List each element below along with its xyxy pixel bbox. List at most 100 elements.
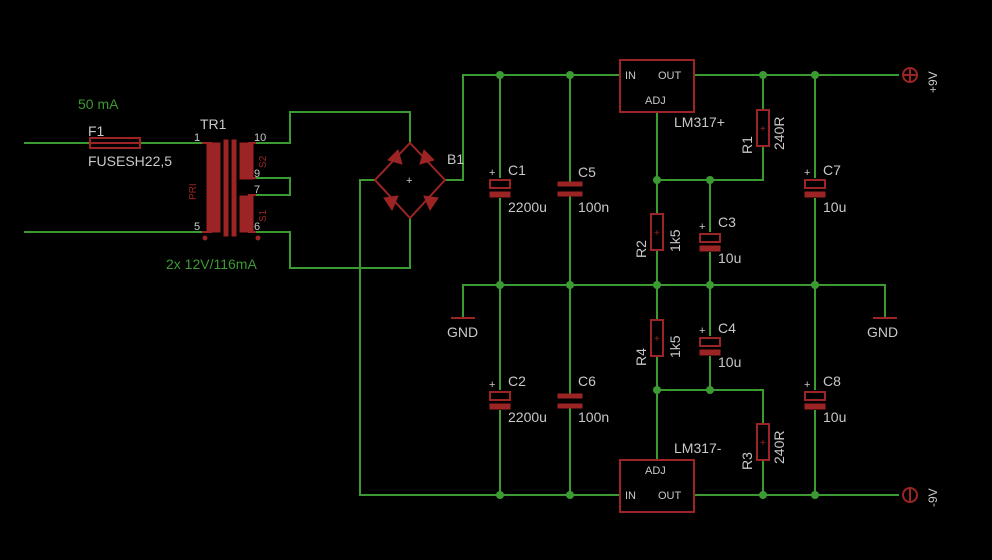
bridge-outline bbox=[373, 141, 447, 220]
tr-secondary-s2 bbox=[239, 142, 254, 180]
tr-core-right bbox=[231, 139, 237, 237]
cap-plate bbox=[557, 191, 583, 197]
cap-plate bbox=[557, 403, 583, 409]
wire-s2-centre bbox=[255, 177, 291, 196]
bridge-name: B1 bbox=[447, 151, 464, 167]
tr-secondary-s1 bbox=[239, 195, 254, 233]
junction bbox=[496, 71, 504, 79]
connector-icon bbox=[902, 487, 918, 503]
capacitor-c5[interactable]: C5 100n bbox=[557, 164, 609, 215]
junction bbox=[496, 281, 504, 289]
cap-plus-sign: + bbox=[699, 325, 705, 337]
r4-name: R4 bbox=[633, 348, 649, 366]
capacitor-c6[interactable]: C6 100n bbox=[557, 373, 609, 425]
cap-plate-minus bbox=[489, 191, 511, 198]
tr-s2-label: S2 bbox=[258, 155, 269, 168]
r1-value: 240R bbox=[771, 117, 787, 150]
ground-left-label: GND bbox=[447, 324, 478, 340]
cap-plate-minus bbox=[489, 403, 511, 410]
bridge-b1[interactable]: + B1 bbox=[373, 141, 464, 220]
regulator-pos-name: LM317+ bbox=[674, 114, 725, 130]
supply-pos[interactable]: +9V bbox=[902, 67, 940, 93]
cap-plate bbox=[557, 181, 583, 187]
regulator-lm317-neg[interactable]: ADJ IN OUT LM317- bbox=[619, 440, 722, 513]
bridge-diode bbox=[387, 149, 403, 165]
resistor-r2[interactable]: + R2 1k5 bbox=[633, 213, 683, 258]
resistor-r3[interactable]: + R3 240R bbox=[739, 423, 787, 470]
transformer-rating-note: 2x 12V/116mA bbox=[166, 256, 257, 272]
cap-plate-plus bbox=[804, 179, 826, 189]
r3-name: R3 bbox=[739, 452, 755, 470]
supply-pos-label: +9V bbox=[926, 71, 940, 93]
ground-right[interactable]: GND bbox=[867, 317, 898, 340]
reg-pin-out: OUT bbox=[658, 70, 682, 82]
junction bbox=[811, 71, 819, 79]
junction bbox=[653, 176, 661, 184]
junction bbox=[566, 491, 574, 499]
supply-neg[interactable]: -9V bbox=[902, 487, 940, 507]
c3-name: C3 bbox=[718, 214, 736, 230]
cap-plate-plus bbox=[804, 391, 826, 401]
cap-plate bbox=[557, 393, 583, 399]
capacitor-c3[interactable]: + C3 10u bbox=[699, 214, 741, 266]
tr-s1-label: S1 bbox=[258, 209, 269, 222]
r2-name: R2 bbox=[633, 240, 649, 258]
junction bbox=[811, 491, 819, 499]
junction bbox=[653, 386, 661, 394]
r3-value: 240R bbox=[771, 431, 787, 464]
wire-s2-top bbox=[255, 111, 411, 144]
cap-plate-minus bbox=[699, 349, 721, 356]
resistor-plus: + bbox=[760, 124, 766, 135]
bridge-diode bbox=[419, 149, 435, 165]
c8-value: 10u bbox=[823, 409, 846, 425]
c7-value: 10u bbox=[823, 199, 846, 215]
tr-core-left bbox=[223, 139, 229, 237]
cap-plate-plus bbox=[699, 233, 721, 243]
junctions bbox=[496, 71, 819, 499]
capacitor-c8[interactable]: + C8 10u bbox=[804, 373, 846, 425]
capacitor-c1[interactable]: + C1 2200u bbox=[489, 162, 547, 215]
junction bbox=[759, 491, 767, 499]
wire-bridge-minus bbox=[359, 179, 626, 496]
regulator-body bbox=[619, 59, 695, 113]
junction bbox=[811, 281, 819, 289]
resistor-body bbox=[756, 109, 770, 147]
wire-bridge-plus bbox=[444, 74, 626, 181]
cap-plate-minus bbox=[804, 403, 826, 410]
resistor-r4[interactable]: + R4 1k5 bbox=[633, 319, 683, 366]
tr-pin-7: 7 bbox=[254, 184, 260, 196]
wire-s1-bottom bbox=[255, 217, 411, 269]
cap-plate-plus bbox=[489, 391, 511, 401]
junction bbox=[496, 491, 504, 499]
resistor-plus: + bbox=[760, 438, 766, 449]
cap-plus-sign: + bbox=[699, 221, 705, 233]
tr-pin-6: 6 bbox=[254, 221, 260, 233]
reg-pin-adj: ADJ bbox=[645, 95, 666, 107]
connector-icon bbox=[902, 67, 918, 83]
transformer-tr1[interactable]: TR1 1 5 10 9 7 6 PRI S2 S1 2x 12V/116mA bbox=[166, 116, 269, 272]
reg-pin-in: IN bbox=[625, 490, 636, 502]
junction bbox=[706, 386, 714, 394]
resistor-r1[interactable]: + R1 240R bbox=[739, 109, 787, 154]
capacitor-c7[interactable]: + C7 10u bbox=[804, 162, 846, 215]
cap-plate-minus bbox=[804, 191, 826, 198]
fuse-value: FUSESH22,5 bbox=[88, 153, 172, 169]
resistor-body bbox=[756, 423, 770, 461]
c1-name: C1 bbox=[508, 162, 526, 178]
junction bbox=[759, 71, 767, 79]
regulator-lm317-pos[interactable]: IN OUT ADJ LM317+ bbox=[619, 59, 725, 130]
junction bbox=[566, 71, 574, 79]
junction bbox=[566, 281, 574, 289]
c8-name: C8 bbox=[823, 373, 841, 389]
tr-primary-winding bbox=[206, 142, 221, 233]
tr-pin-10: 10 bbox=[254, 132, 266, 144]
fuse-current-note: 50 mA bbox=[78, 96, 119, 112]
capacitor-c4[interactable]: + C4 10u bbox=[699, 320, 741, 370]
c6-name: C6 bbox=[578, 373, 596, 389]
ground-left[interactable]: GND bbox=[447, 317, 478, 340]
capacitor-c2[interactable]: + C2 2200u bbox=[489, 373, 547, 425]
bridge-diode bbox=[383, 195, 399, 212]
transformer-name: TR1 bbox=[200, 116, 227, 132]
fuse-f1[interactable]: 50 mA F1 FUSESH22,5 bbox=[78, 96, 172, 169]
c7-name: C7 bbox=[823, 162, 841, 178]
